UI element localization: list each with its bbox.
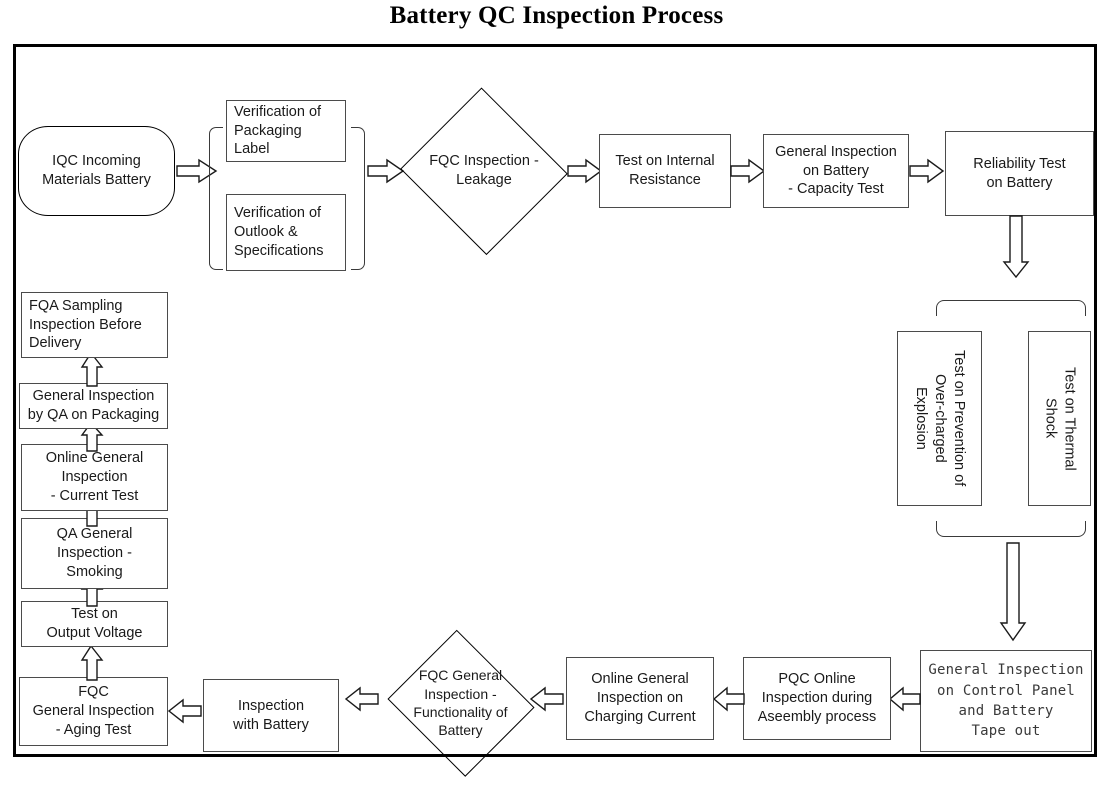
arrow-charging-to-fqc-func bbox=[529, 686, 564, 712]
arrow-capacity-to-reliability bbox=[909, 158, 945, 184]
arrow-packaging-to-fqa bbox=[80, 351, 104, 387]
arrow-branch-to-tapeout bbox=[999, 542, 1027, 642]
arrow-iqc-to-verify bbox=[176, 158, 218, 184]
arrow-fqc-func-to-inspection bbox=[344, 686, 379, 712]
arrow-tapeout-to-pqc bbox=[888, 686, 921, 712]
arrow-fqc-to-resistance bbox=[567, 158, 603, 184]
bracket-tests-top bbox=[936, 300, 1086, 316]
arrow-verify-to-fqc bbox=[367, 158, 405, 184]
arrow-resistance-to-capacity bbox=[730, 158, 766, 184]
arrow-inspection-to-aging bbox=[167, 698, 202, 724]
bracket-verify-left bbox=[209, 127, 223, 270]
arrow-reliability-to-branch bbox=[1002, 215, 1030, 279]
bracket-verify-right bbox=[351, 127, 365, 270]
arrow-aging-to-voltage bbox=[80, 644, 104, 681]
arrow-current-to-packaging bbox=[80, 421, 104, 452]
node-fqc-leakage[interactable]: FQC Inspection -Leakage bbox=[398, 87, 570, 255]
node-fqc-leakage-label: FQC Inspection -Leakage bbox=[429, 152, 539, 188]
arrow-pqc-to-charging bbox=[712, 686, 745, 712]
bracket-tests-bottom bbox=[936, 521, 1086, 537]
page-title: Battery QC Inspection Process bbox=[389, 2, 724, 29]
